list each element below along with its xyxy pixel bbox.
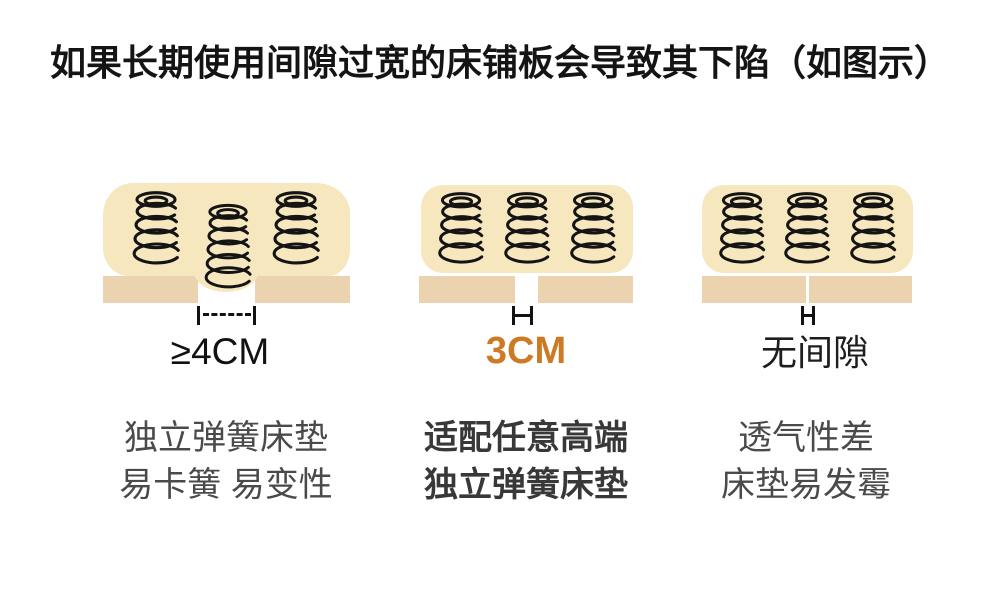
- gap-measure-end-bar: [812, 306, 815, 325]
- gap-measure-dashed-line: [203, 313, 251, 316]
- gap-width-label: 3CM: [485, 330, 567, 372]
- description-line: 易卡簧 易变性: [119, 466, 333, 504]
- description-line: 床垫易发霉: [721, 466, 891, 504]
- slat-seam-line: [806, 276, 809, 303]
- description-line: 透气性差: [738, 419, 874, 457]
- spring-icon: [719, 192, 766, 264]
- slat-board: [103, 276, 198, 303]
- gap-width-label: ≥4CM: [170, 331, 270, 372]
- gap-measure-cross-bar: [514, 314, 531, 317]
- slat-board: [538, 276, 633, 303]
- spring-icon: [438, 192, 485, 264]
- spring-icon: [850, 192, 897, 264]
- description-line: 独立弹簧床垫: [124, 419, 328, 457]
- page-title: 如果长期使用间隙过宽的床铺板会导致其下陷（如图示）: [49, 42, 950, 83]
- slat-board: [255, 276, 350, 303]
- gap-measure-end-bar: [197, 306, 200, 325]
- description-line: 适配任意高端: [424, 419, 628, 457]
- gap-width-label: 无间隙: [760, 332, 869, 373]
- gap-measure-end-bar: [253, 306, 256, 325]
- slat-board: [419, 276, 515, 303]
- gap-measure-end-bar: [512, 306, 515, 325]
- description-line: 独立弹簧床垫: [424, 466, 628, 504]
- gap-measure-cross-bar: [803, 314, 813, 317]
- spring-icon: [504, 192, 551, 264]
- spring-icon: [570, 192, 617, 264]
- spring-icon: [132, 191, 180, 265]
- spring-icon-sagging: [204, 203, 252, 289]
- spring-icon: [784, 192, 831, 264]
- spring-icon: [272, 191, 320, 265]
- gap-measure-end-bar: [801, 306, 804, 325]
- gap-measure-end-bar: [530, 306, 533, 325]
